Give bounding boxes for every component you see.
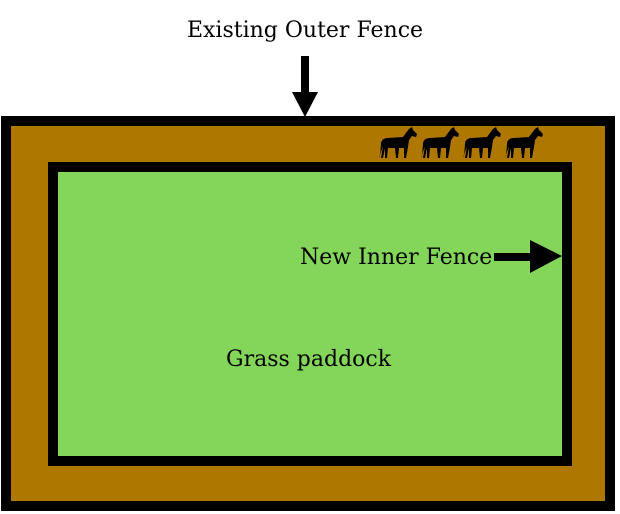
inner-fence <box>48 162 572 466</box>
inner-fence-arrow <box>494 240 562 273</box>
paddock-label: Grass paddock <box>226 347 392 372</box>
outer-fence-label: Existing Outer Fence <box>186 18 424 43</box>
outer-fence-arrow <box>292 56 318 117</box>
inner-fence-label: New Inner Fence <box>300 245 493 270</box>
